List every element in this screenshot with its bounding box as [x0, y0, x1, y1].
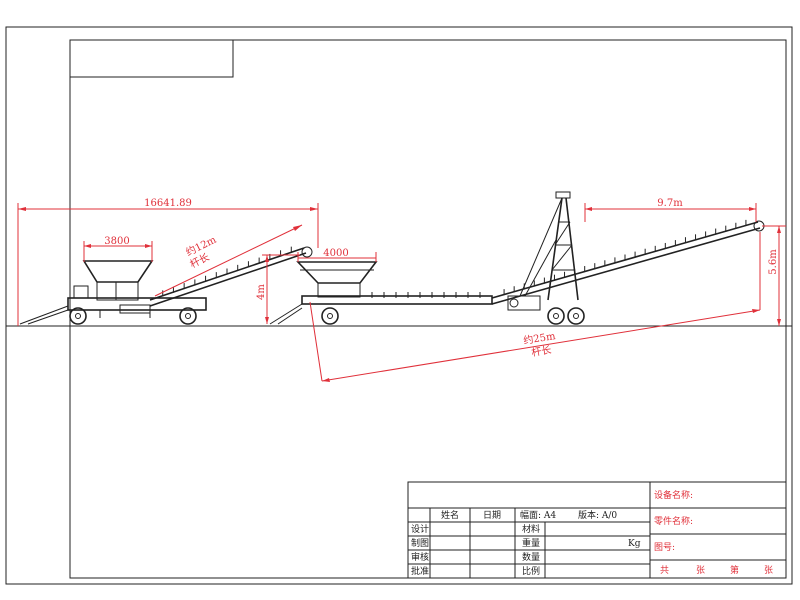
- main-conveyor: [371, 191, 765, 325]
- tb-row-approve: 批准: [411, 565, 429, 577]
- dim-conveyor2-height: 4m: [256, 284, 267, 300]
- dimensions: 16641.89 3800 约12m 杆长 4000 4m 9.7m: [17, 198, 786, 382]
- tb-header-date: 日期: [483, 510, 501, 521]
- hopper-trailer-1: [19, 246, 313, 325]
- tb-paper: 幅面: A4: [520, 509, 556, 521]
- dim-hopper1-width: 3800: [104, 236, 129, 247]
- tb-row-design: 设计: [411, 523, 429, 535]
- tb-scale: 比例: [522, 565, 540, 577]
- tb-version: 版本: A/0: [578, 509, 617, 521]
- hopper-trailer-2: [269, 261, 493, 325]
- tb-drawing-no: 图号:: [654, 542, 675, 553]
- tb-row-drawing: 制图: [411, 537, 429, 549]
- tb-weight-unit: Kg: [628, 539, 641, 549]
- tb-sheet-unit2: 张: [764, 565, 773, 576]
- title-block: 姓名 日期 幅面: A4 版本: A/0 设计 制图 审核 批准 材料 重量 K…: [407, 481, 787, 579]
- tb-material: 材料: [522, 523, 540, 535]
- tb-header-name: 姓名: [441, 509, 459, 521]
- dim-overall-length: 16641.89: [144, 198, 192, 209]
- dim-discharge-height: 5.6m: [768, 249, 779, 275]
- dim-hopper2-width: 4000: [323, 248, 348, 259]
- tb-quantity: 数量: [522, 551, 540, 563]
- dim-discharge-span: 9.7m: [657, 198, 683, 209]
- tb-part-name: 零件名称:: [654, 515, 693, 527]
- tb-row-review: 审核: [411, 551, 429, 563]
- tb-sheet-total: 共: [660, 565, 669, 576]
- dim-main-conveyor-note: 杆长: [531, 344, 553, 359]
- tb-equipment-name: 设备名称:: [654, 489, 693, 501]
- tb-sheet-no: 第: [730, 564, 739, 576]
- tb-sheet-unit1: 张: [696, 565, 705, 576]
- tb-weight: 重量: [522, 537, 540, 549]
